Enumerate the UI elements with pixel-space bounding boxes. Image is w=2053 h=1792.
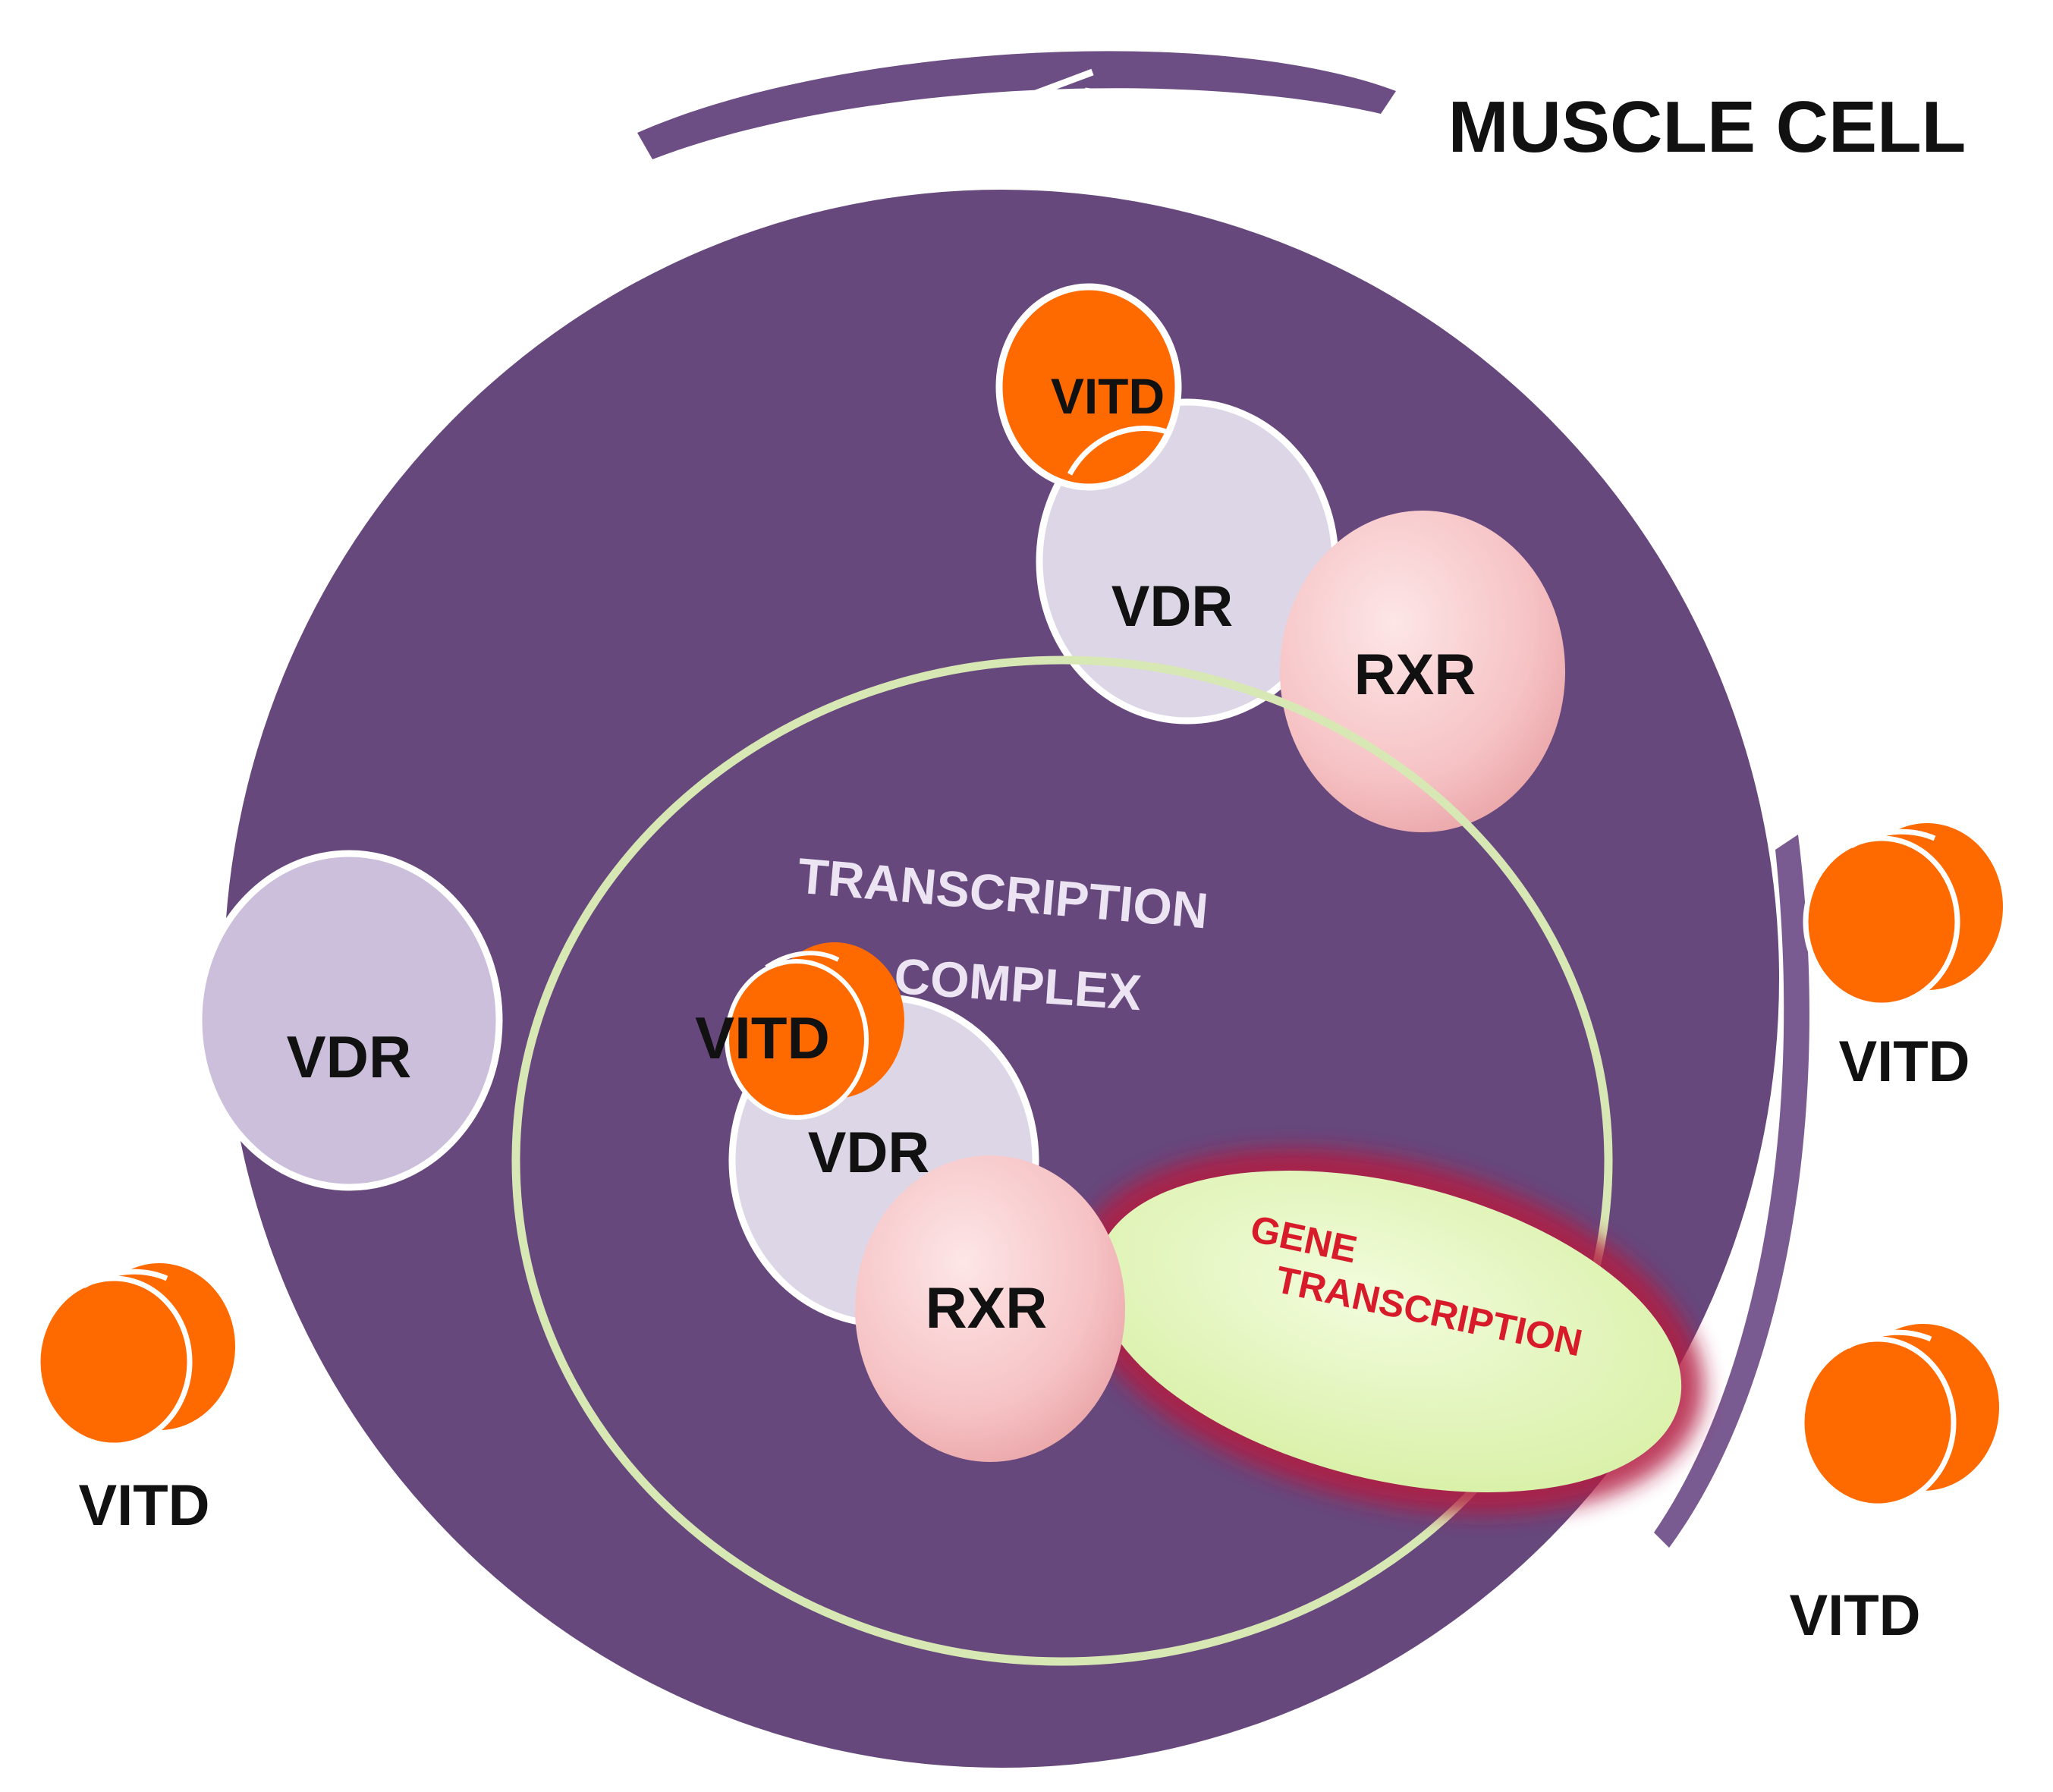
cell-membrane-flap	[637, 51, 1396, 160]
rxr-circle	[855, 1155, 1125, 1462]
vitd-label: VITD	[1051, 368, 1165, 424]
free-vitd-right-upper: VITD	[1803, 823, 2003, 1094]
free-vitd-left: VITD	[35, 1263, 235, 1538]
gene-ellipse	[1095, 1171, 1682, 1492]
rxr-label: RXR	[1354, 643, 1476, 707]
free-vitd-right-lower: VITD	[1789, 1324, 1999, 1648]
vdr-label: VDR	[1111, 574, 1233, 639]
vitd-molecule	[995, 283, 1182, 491]
vitd-notch	[1067, 426, 1170, 476]
cytoplasm-complex: VDR RXR VITD	[995, 283, 1565, 832]
nucleus-ring	[511, 655, 1613, 1666]
vdr-label: VDR	[808, 1121, 929, 1185]
vdr-circle	[195, 850, 503, 1191]
cell-membrane-line-top	[1030, 68, 1094, 99]
vitd-molecule	[725, 942, 904, 1120]
vitd-label: VITD	[695, 1004, 830, 1071]
nuclear-complex: VDR RXR VITD	[695, 942, 1125, 1462]
cell-membrane-sliver	[1654, 835, 1809, 1548]
rxr-label: RXR	[926, 1276, 1047, 1341]
gene-transcription: GENE TRANSCRIPTION	[1073, 1148, 1704, 1515]
rxr-circle	[1280, 511, 1565, 832]
vdr-label: VDR	[287, 1023, 412, 1090]
vitd-label: VITD	[1838, 1030, 1970, 1094]
vitd-label: VITD	[78, 1473, 209, 1538]
membrane-vdr: VDR	[195, 850, 503, 1191]
diagram-title: MUSCLE CELL	[1448, 86, 1967, 168]
vitd-label: VITD	[1789, 1583, 1920, 1648]
